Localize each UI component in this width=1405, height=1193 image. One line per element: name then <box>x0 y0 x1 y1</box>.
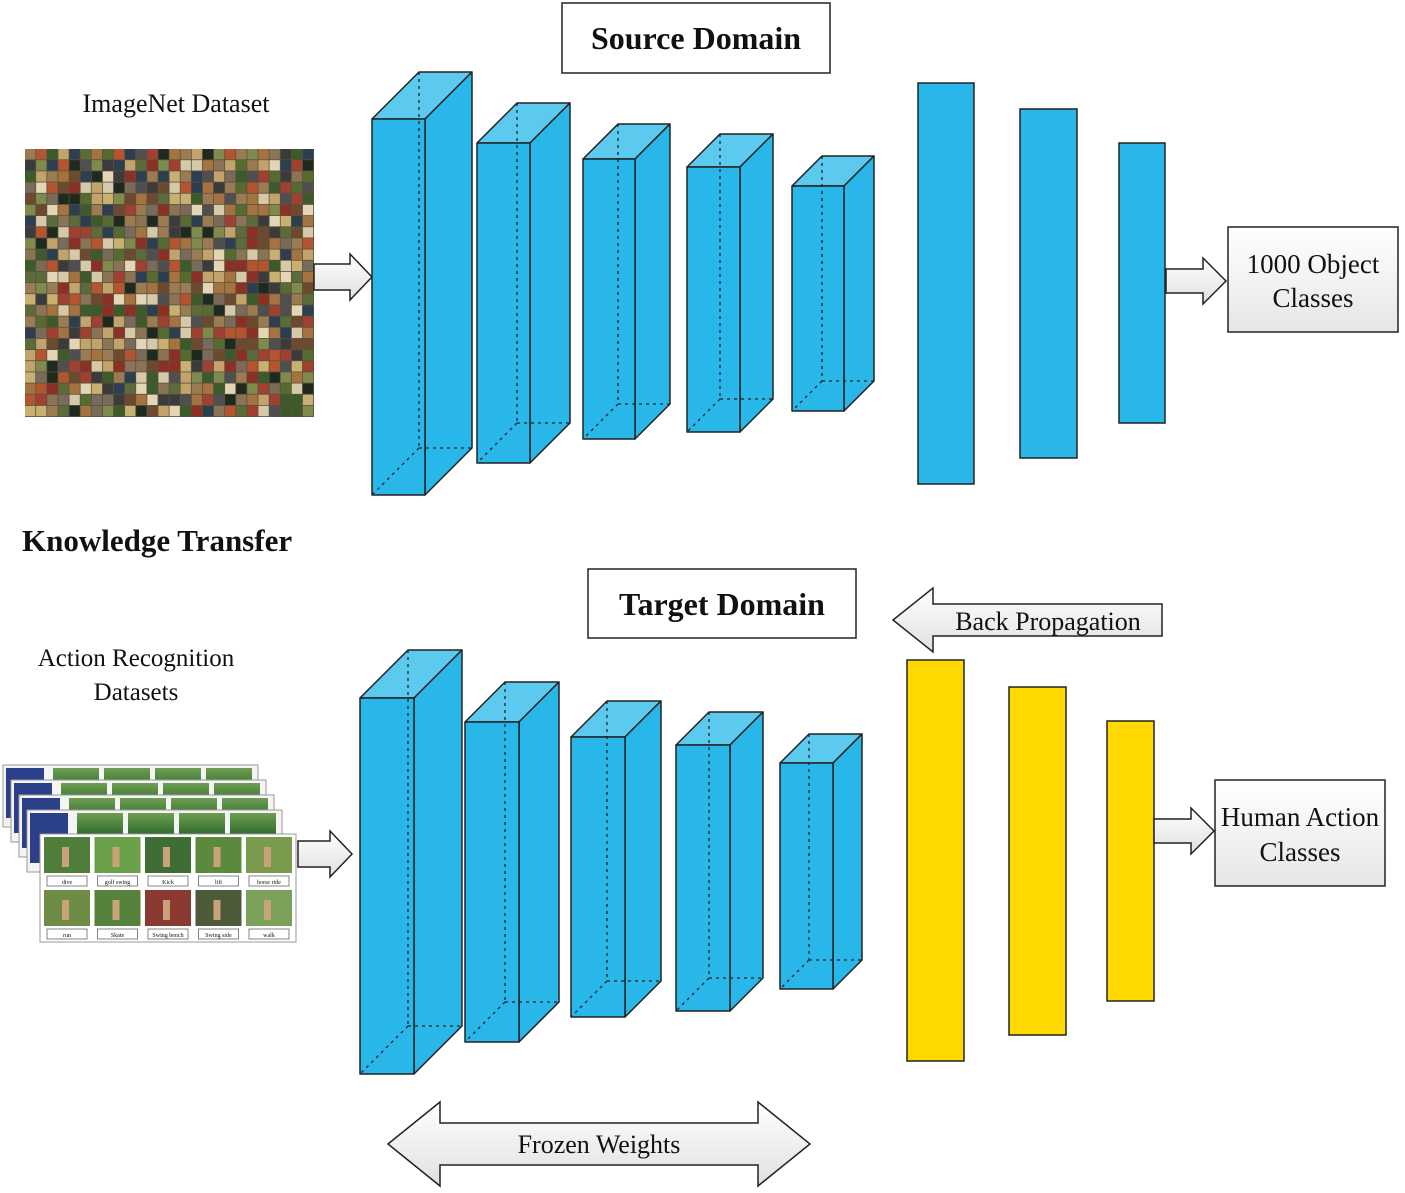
target-conv-block-4 <box>675 711 764 1012</box>
source-output-box: 1000 Object Classes <box>1227 226 1399 333</box>
target-fc-layer-3 <box>1106 720 1155 1002</box>
thumbnail-caption: dive <box>62 880 73 886</box>
target-dataset-label-line1: Action Recognition <box>38 645 235 672</box>
target-title: Target Domain <box>619 586 825 622</box>
photo-stack-icon: dive golf swing Kick lift horse ride run Skate… <box>2 764 297 943</box>
image-grid-icon <box>25 149 314 417</box>
source-fc-layer-2 <box>1019 108 1078 459</box>
target-conv-block-2 <box>464 681 560 1043</box>
thumbnail-caption: Skate <box>111 933 125 939</box>
target-conv-block-1 <box>359 649 463 1075</box>
knowledge-transfer-label: Knowledge Transfer <box>22 523 292 558</box>
back-propagation-arrow: Back Propagation <box>891 586 1163 654</box>
source-conv-block-5 <box>791 155 875 412</box>
source-dataset-label: ImageNet Dataset <box>83 89 271 118</box>
target-output-box: Human Action Classes <box>1214 779 1386 887</box>
back-propagation-label: Back Propagation <box>955 607 1141 636</box>
thumbnail-caption: horse ride <box>257 880 281 886</box>
target-conv-block-3 <box>570 700 662 1018</box>
source-conv-block-2 <box>476 102 571 464</box>
thumbnail-caption: lift <box>215 879 222 886</box>
source-title-box: Source Domain <box>561 2 831 74</box>
thumbnail-caption: Kick <box>162 880 174 886</box>
source-title: Source Domain <box>591 20 801 56</box>
target-input-arrow <box>297 829 354 879</box>
target-output-line1: Human Action <box>1221 802 1380 832</box>
source-fc-layers <box>917 82 1166 485</box>
thumbnail-caption: walk <box>263 933 275 939</box>
thumbnail-caption: Swing bench <box>152 933 183 939</box>
target-dataset-label-line2: Datasets <box>94 679 179 706</box>
target-conv-layers <box>359 649 863 1075</box>
target-title-box: Target Domain <box>587 568 857 639</box>
thumbnail-caption: golf swing <box>105 879 131 886</box>
target-output-line2: Classes <box>1260 837 1341 867</box>
target-conv-block-5 <box>779 733 863 990</box>
source-input-arrow <box>313 252 374 302</box>
source-output-line1: 1000 Object <box>1247 249 1380 279</box>
source-fc-layer-3 <box>1118 142 1166 424</box>
target-fc-layer-1 <box>906 659 965 1062</box>
target-fc-layers <box>906 659 1155 1062</box>
thumbnail-caption: run <box>63 933 71 939</box>
thumbnail-caption: Swing side <box>205 933 232 939</box>
source-conv-block-4 <box>686 133 774 433</box>
frozen-weights-arrow: Frozen Weights <box>386 1100 812 1188</box>
frozen-weights-label: Frozen Weights <box>518 1130 681 1159</box>
target-output-arrow <box>1153 806 1216 856</box>
target-fc-layer-2 <box>1008 686 1067 1036</box>
source-conv-block-3 <box>582 123 671 440</box>
source-conv-layers <box>371 71 875 496</box>
source-output-line2: Classes <box>1273 283 1354 313</box>
source-fc-layer-1 <box>917 82 975 485</box>
source-output-arrow <box>1165 256 1228 306</box>
source-conv-block-1 <box>371 71 473 496</box>
